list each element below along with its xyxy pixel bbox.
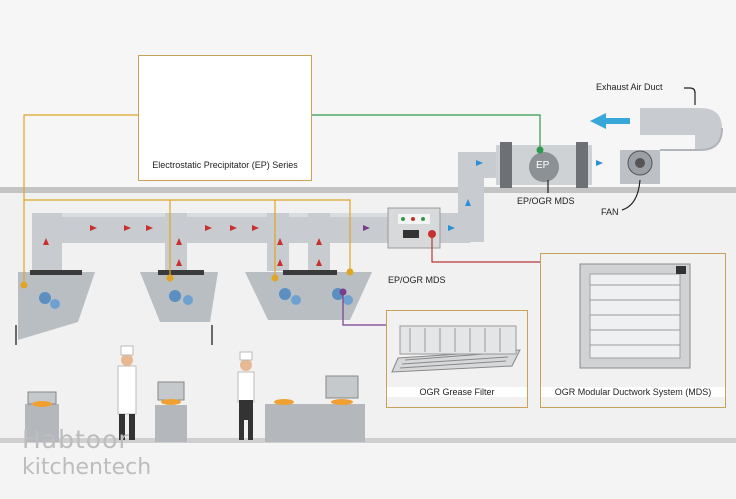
ep-badge-label: EP <box>536 160 550 171</box>
ep-ogr-mds-left-label: EP/OGR MDS <box>388 275 446 285</box>
flow-arrow-purple <box>363 225 370 231</box>
fan-label: FAN <box>601 207 619 217</box>
ep-ogr-mds-unit-right <box>496 142 592 188</box>
flow-arrows-red <box>43 225 322 266</box>
grease-filter-caption-box: OGR Grease Filter <box>386 310 528 408</box>
hood-2 <box>140 270 218 345</box>
chef-2 <box>237 351 255 440</box>
connector-dots <box>20 146 544 296</box>
floor-line <box>0 438 736 443</box>
exhaust-arrow <box>590 113 630 129</box>
ep-ogr-mds-right-label: EP/OGR MDS <box>517 196 575 206</box>
connectors <box>23 87 696 326</box>
hood-1 <box>15 270 95 345</box>
ep-ogr-mds-unit-left <box>387 207 441 249</box>
ceiling-line <box>0 187 736 193</box>
exhaust-duct <box>590 108 723 151</box>
mds-photo <box>579 263 691 369</box>
kitchen-scene <box>25 345 365 442</box>
hood-3 <box>245 270 372 320</box>
ep-series-caption: Electrostatic Precipitator (EP) Series <box>152 160 298 170</box>
mds-caption: OGR Modular Ductwork System (MDS) <box>541 387 725 397</box>
logo-line-2: kitchentech <box>22 455 152 480</box>
ep-series-caption-box: Electrostatic Precipitator (EP) Series <box>138 55 312 181</box>
exhaust-air-duct-label: Exhaust Air Duct <box>596 82 663 92</box>
grease-filter-photo <box>391 325 521 373</box>
fan-unit <box>620 150 660 184</box>
grease-filter-caption: OGR Grease Filter <box>387 387 527 397</box>
chef-1 <box>117 345 137 440</box>
logo-line-1: Habtoor <box>22 425 130 454</box>
mds-caption-box: OGR Modular Ductwork System (MDS) <box>540 253 726 408</box>
